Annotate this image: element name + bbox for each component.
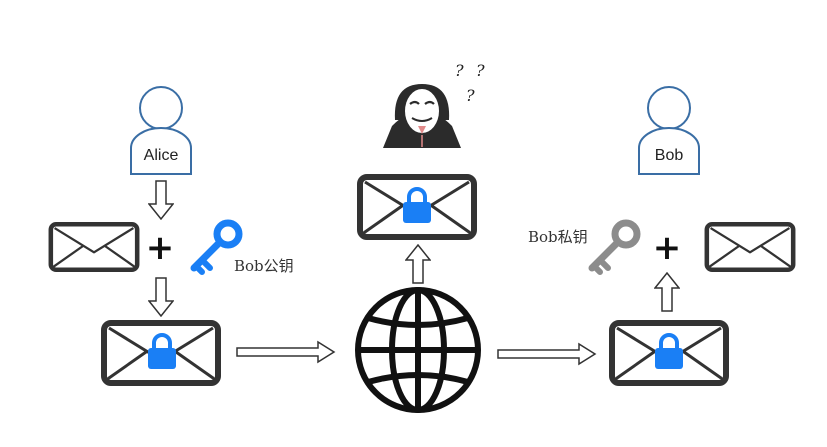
arrow-right-to-network [236, 341, 335, 363]
hacker-icon [383, 84, 461, 148]
alice-label: Alice [144, 147, 179, 164]
question-mark-3: ? [466, 86, 475, 105]
encrypted-envelope-alice [104, 323, 218, 383]
bob-person-icon [638, 86, 700, 175]
arrow-up-to-hacker [405, 244, 431, 284]
private-key-label: Bob私钥 [528, 228, 588, 246]
arrow-up-bob [654, 272, 680, 312]
plus-sign-right: + [653, 228, 682, 268]
encrypted-envelope-bob [612, 323, 726, 383]
private-key-icon [592, 223, 637, 272]
arrow-down-alice [148, 180, 174, 220]
public-key-icon [194, 223, 239, 272]
public-key-label: Bob公钥 [234, 257, 294, 275]
alice-person-icon [130, 86, 192, 175]
arrow-down-alice-2 [148, 277, 174, 317]
encrypted-envelope-intercepted [360, 177, 474, 237]
question-mark-1: ? [455, 61, 464, 80]
plain-envelope-bob [707, 224, 793, 269]
question-mark-2: ? [476, 61, 485, 80]
bob-label: Bob [655, 147, 684, 164]
arrow-right-to-bob [497, 343, 596, 365]
plus-sign-left: + [146, 228, 175, 268]
globe-icon [355, 287, 481, 413]
plain-envelope-alice [51, 224, 137, 269]
